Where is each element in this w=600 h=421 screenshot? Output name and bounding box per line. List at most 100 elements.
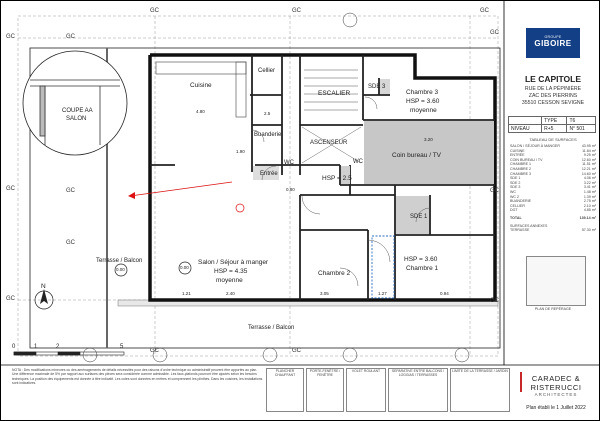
room-label-ascenseur: ASCENSEUR: [310, 140, 348, 146]
dimension-label: 4.80: [196, 109, 205, 114]
brand-name: GIBOIRE: [534, 39, 572, 48]
surface-row-area: 3.22 m²: [583, 180, 596, 185]
room-label-salon: Salon / Séjour à manger: [198, 259, 269, 266]
surface-row: SALON / SÉJOUR À MANGER 43.95 m²: [510, 144, 596, 149]
project-title: LE CAPITOLE: [524, 74, 582, 84]
room-label-wc-2: WC: [353, 159, 363, 165]
surface-row-room: ENTRÉE: [510, 153, 525, 158]
coupe-title: COUPE AA: [62, 108, 93, 114]
legal-note: NOTA : Des modifications mineures ou des…: [12, 368, 263, 385]
surface-total-label: TOTAL: [510, 215, 522, 220]
dimension-label: 0.80: [286, 187, 295, 192]
legend-title: LIMITE DE LA TERRASSE / JARDIN: [452, 369, 508, 373]
surface-row-room: SDE 1: [510, 176, 521, 181]
coupe-subtitle: SALON: [66, 116, 87, 122]
room-label-sde3: SDE 3: [368, 84, 386, 90]
surface-row-area: 1.48 m²: [583, 189, 596, 194]
grid-mark: GC: [6, 186, 15, 192]
annex-row: SURFACES ANNEXES: [510, 224, 596, 229]
grid-mark: GC: [66, 188, 75, 194]
surface-row: ENTRÉE 9.25 m²: [510, 153, 596, 158]
surface-row-room: WC 2: [510, 194, 519, 199]
surface-table-title: TABLEAU DE SURFACES: [529, 137, 577, 142]
room-label-cuisine: Cuisine: [190, 82, 212, 89]
annex-row: TERRASSE 57.30 m²: [510, 228, 596, 233]
room-label-sde1: SDE 1: [410, 214, 428, 220]
surface-row-area: 4.06 m²: [583, 176, 596, 181]
grid-mark: GC: [150, 348, 159, 354]
level-label-terrasse-left: 0.00: [116, 267, 125, 272]
room-label-terrasse-left: Terrasse / Balcon: [96, 258, 143, 264]
surface-row-area: 1.39 m²: [583, 194, 596, 199]
surface-row-room: SALON / SÉJOUR À MANGER: [510, 144, 560, 148]
grid-mark: GC: [66, 34, 75, 40]
surface-row-room: SDE 3: [510, 185, 521, 190]
surface-row-room: COIN BUREAU / TV: [510, 157, 543, 162]
level-marker: 0.00: [180, 265, 189, 270]
room-label-escalier: ESCALIER: [318, 90, 351, 97]
surface-row-area: 14.60 m²: [581, 171, 596, 176]
scale-label: 1: [34, 344, 38, 350]
architect-name-line1: CARADEC &: [531, 374, 581, 383]
apartment-info-table: TYPE T6 NIVEAU R+5 N° 501: [507, 116, 596, 133]
surface-row: SDE 1 4.06 m²: [510, 176, 596, 181]
surface-row-area: 12.21 m²: [581, 166, 596, 171]
project-address-line: ZAC DES PIERRINS: [528, 93, 578, 99]
room-label-chambre3: Chambre 3: [406, 89, 439, 96]
architect-name-line2: RISTERUCCI: [530, 383, 582, 392]
grid-mark: GC: [490, 298, 499, 304]
dimension-label: 3.20: [424, 137, 433, 142]
architect-subtitle: ARCHITECTES: [534, 392, 578, 397]
annex-row-room: TERRASSE: [510, 228, 530, 233]
dimension-label: 2.40: [226, 291, 235, 296]
room-label-cellier: Cellier: [258, 68, 276, 74]
grid-mark: GC: [6, 34, 15, 40]
plan-date: Plan établi le 1 Juillet 2022: [526, 405, 586, 411]
surface-row: CHAMBRE 3 14.60 m²: [510, 172, 596, 177]
surface-row-room: CHAMBRE 3: [510, 171, 531, 176]
room-label-terrasse-bottom: Terrasse / Balcon: [248, 325, 295, 331]
surface-row-area: 43.95 m²: [581, 144, 596, 148]
surface-row-area: 9.25 m²: [583, 153, 596, 158]
grid-mark: GC: [480, 8, 489, 14]
giboire-logo: GROUPE GIBOIRE: [526, 28, 580, 58]
project-address-line: 35510 CESSON SEVIGNE: [521, 100, 585, 106]
room-label-chambre1: Chambre 1: [406, 265, 439, 272]
room-label-chambre1-hsp: HSP = 3.60: [404, 256, 438, 263]
room-label-buanderie: Buanderie: [254, 132, 282, 138]
legend-item: PLANCHER CHAUFFANT: [266, 368, 304, 412]
dimension-label: 0.94: [440, 291, 449, 296]
surface-row-area: 3.41 m²: [583, 185, 596, 190]
legend-title: PLANCHER CHAUFFANT: [274, 369, 296, 377]
surface-row: SDE 3 3.41 m²: [510, 185, 596, 190]
legend-title: PORTE-FENÊTRE / FENÊTRE: [309, 369, 341, 377]
surface-row-area: 2.10 m²: [583, 203, 596, 208]
room-label-chambre3-moyenne: moyenne: [410, 107, 437, 114]
room-label-salon-moyenne: moyenne: [216, 277, 243, 284]
surface-row-room: DGT: [510, 208, 518, 213]
number-value: 501: [576, 125, 585, 132]
legend-item: VOLET ROULANT: [346, 368, 386, 412]
scale-label: 0: [12, 344, 16, 350]
north-label: N: [41, 283, 46, 290]
annex-row-room: SURFACES ANNEXES: [510, 223, 548, 228]
surface-row-room: BUANDERIE: [510, 199, 531, 204]
surface-row-area: 12.60 m²: [581, 157, 596, 162]
number-label: N°: [569, 125, 576, 132]
room-label-salon-hsp: HSP = 4.35: [214, 268, 248, 275]
grid-mark: GC: [490, 188, 499, 194]
dimension-label: 1.27: [378, 291, 387, 296]
scale-label: 5: [120, 344, 124, 350]
type-value: T6: [566, 116, 596, 125]
annex-row-area: 57.30 m²: [581, 228, 596, 233]
surface-row: WC 2 1.39 m²: [510, 195, 596, 200]
